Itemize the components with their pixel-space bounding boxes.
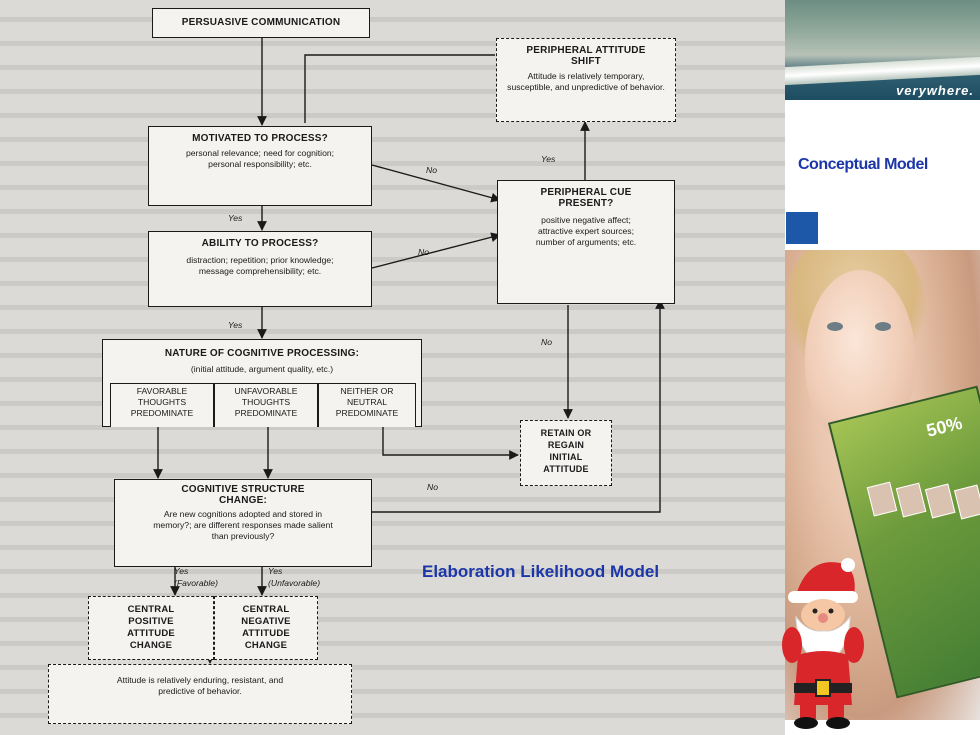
label-favorable: (Favorable) [174, 578, 218, 588]
label-yes-ability: Yes [228, 320, 243, 330]
header-banner-image: verywhere. [785, 0, 980, 100]
central-positive-text: CENTRAL POSITIVE ATTITUDE CHANGE [127, 604, 175, 651]
unfavorable-thoughts-box: UNFAVORABLE THOUGHTS PREDOMINATE [214, 383, 318, 427]
label-unfavorable: (Unfavorable) [268, 578, 321, 588]
label-no-ability: No [418, 247, 429, 257]
persuasive-communication-box: PERSUASIVE COMMUNICATION [152, 8, 370, 38]
label-yes-motivated: Yes [228, 213, 243, 223]
label-yes-unfavorable: Yes [268, 566, 283, 576]
central-negative-box: CENTRAL NEGATIVE ATTITUDE CHANGE [214, 596, 318, 660]
cognitive-structure-change-box: COGNITIVE STRUCTURE CHANGE: Are new cogn… [114, 479, 372, 567]
favorable-thoughts-text: FAVORABLE THOUGHTS PREDOMINATE [130, 386, 194, 418]
peripheral-cue-title: PERIPHERAL CUE PRESENT? [540, 187, 632, 209]
retain-initial-attitude-box: RETAIN OR REGAIN INITIAL ATTITUDE [520, 420, 612, 486]
banner-word: verywhere. [896, 83, 974, 98]
label-no-cognitive: No [427, 482, 438, 492]
ability-to-process-box: ABILITY TO PROCESS? distraction; repetit… [148, 231, 372, 307]
motivated-to-process-box: MOTIVATED TO PROCESS? personal relevance… [148, 126, 372, 206]
scanned-page: PERSUASIVE COMMUNICATION PERIPHERAL ATTI… [0, 0, 785, 735]
favorable-thoughts-box: FAVORABLE THOUGHTS PREDOMINATE [110, 383, 214, 427]
central-positive-box: CENTRAL POSITIVE ATTITUDE CHANGE [88, 596, 214, 660]
enduring-attitude-text: Attitude is relatively enduring, resista… [116, 675, 284, 696]
motivated-to-process-body: personal relevance; need for cognition; … [185, 148, 335, 169]
persuasive-communication-title: PERSUASIVE COMMUNICATION [181, 17, 341, 28]
ability-to-process-title: ABILITY TO PROCESS? [201, 238, 319, 249]
label-no-motivated: No [426, 165, 437, 175]
peripheral-attitude-shift-title: PERIPHERAL ATTITUDE SHIFT [526, 45, 646, 67]
blue-square-decoration [786, 212, 818, 244]
banner-highway-stripe [785, 56, 980, 86]
brochure-percent: 50% [924, 412, 965, 441]
nature-of-processing-body: (initial attitude, argument quality, etc… [190, 364, 334, 374]
motivated-to-process-title: MOTIVATED TO PROCESS? [192, 133, 328, 144]
cognitive-structure-change-title: COGNITIVE STRUCTURE CHANGE: [181, 484, 305, 506]
retain-initial-attitude-text: RETAIN OR REGAIN INITIAL ATTITUDE [540, 428, 592, 474]
peripheral-cue-body: positive negative affect; attractive exp… [535, 215, 637, 247]
peripheral-attitude-shift-body: Attitude is relatively temporary, suscep… [507, 71, 665, 92]
label-yes-cue: Yes [541, 154, 556, 164]
central-negative-text: CENTRAL NEGATIVE ATTITUDE CHANGE [241, 604, 291, 651]
nature-of-processing-title: NATURE OF COGNITIVE PROCESSING: [164, 348, 360, 359]
label-yes-favorable: Yes [174, 566, 189, 576]
ability-to-process-body: distraction; repetition; prior knowledge… [186, 255, 334, 276]
peripheral-cue-box: PERIPHERAL CUE PRESENT? positive negativ… [497, 180, 675, 304]
label-no-cue: No [541, 337, 552, 347]
neither-neutral-box: NEITHER OR NEUTRAL PREDOMINATE [318, 383, 416, 427]
neither-neutral-text: NEITHER OR NEUTRAL PREDOMINATE [335, 386, 399, 418]
santa-clipart-icon [782, 558, 864, 729]
enduring-attitude-box: Attitude is relatively enduring, resista… [48, 664, 352, 724]
woman-with-brochure-photo: 50% [785, 250, 980, 720]
photo-eye-right [875, 322, 891, 331]
cognitive-structure-change-body: Are new cognitions adopted and stored in… [153, 509, 333, 541]
photo-eye-left [827, 322, 843, 331]
unfavorable-thoughts-text: UNFAVORABLE THOUGHTS PREDOMINATE [234, 386, 298, 418]
peripheral-attitude-shift-box: PERIPHERAL ATTITUDE SHIFT Attitude is re… [496, 38, 676, 122]
elaboration-likelihood-model-title: Elaboration Likelihood Model [422, 562, 660, 581]
conceptual-model-heading: Conceptual Model [798, 156, 928, 173]
